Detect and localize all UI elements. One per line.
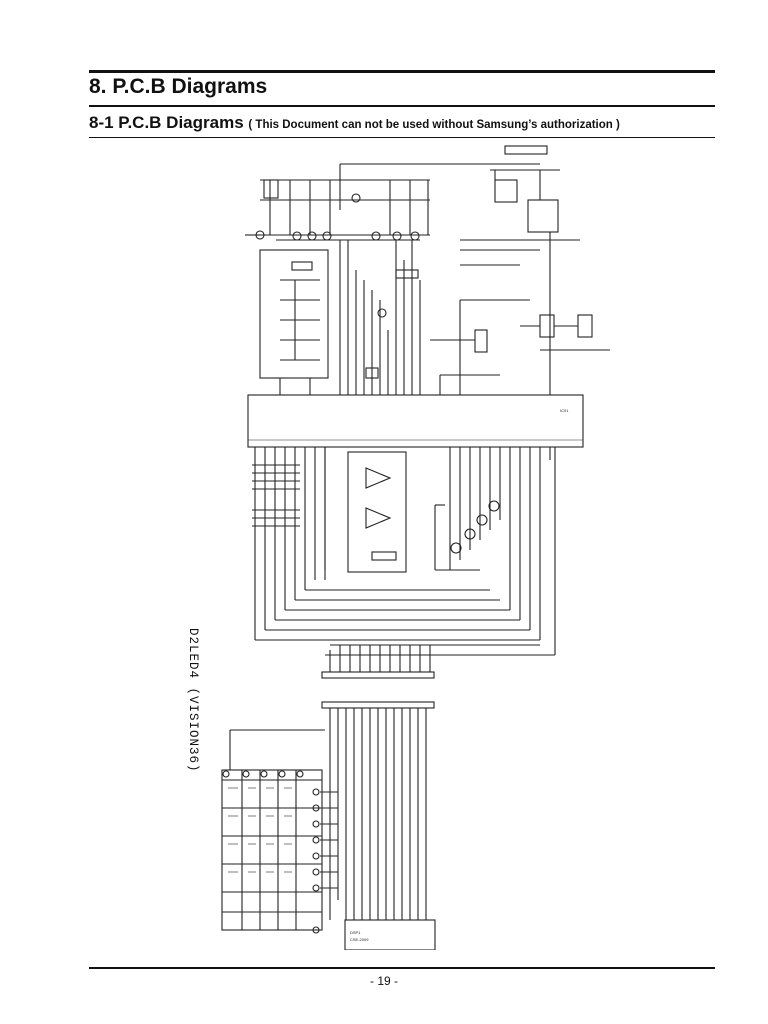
- pcb-schematic: IC01 DSP1 CSE-2009: [160, 140, 640, 950]
- footer-rule: [89, 967, 715, 969]
- subtitle-rule: [89, 137, 715, 138]
- page-title: 8. P.C.B Diagrams: [89, 75, 268, 98]
- display-module: [344, 919, 436, 950]
- authorization-note: ( This Document can not be used without …: [248, 119, 620, 131]
- regulator-block: [494, 179, 518, 203]
- transformer-block: [527, 199, 559, 233]
- display-ref-label: DSP1: [350, 930, 361, 935]
- page-number: - 19 -: [369, 974, 398, 988]
- board-side-label: D2LED4 (VISION36): [186, 628, 200, 773]
- key-matrix: [221, 769, 323, 931]
- section-subtitle: 8-1 P.C.B Diagrams ( This Document can n…: [89, 112, 620, 136]
- left-block: [259, 249, 329, 379]
- connector-cn1: [321, 671, 435, 679]
- display-part-label: CSE-2009: [350, 937, 369, 942]
- title-rule: [89, 105, 715, 107]
- subtitle-main: 8-1 P.C.B Diagrams: [89, 113, 244, 132]
- top-connector: [504, 145, 548, 155]
- main-ic: [247, 394, 584, 448]
- opamp-block: [347, 451, 407, 573]
- ic-label: IC01: [560, 408, 569, 413]
- top-rule: [89, 70, 715, 73]
- connector-cn2: [321, 701, 435, 709]
- schematic-drawing: [221, 145, 610, 950]
